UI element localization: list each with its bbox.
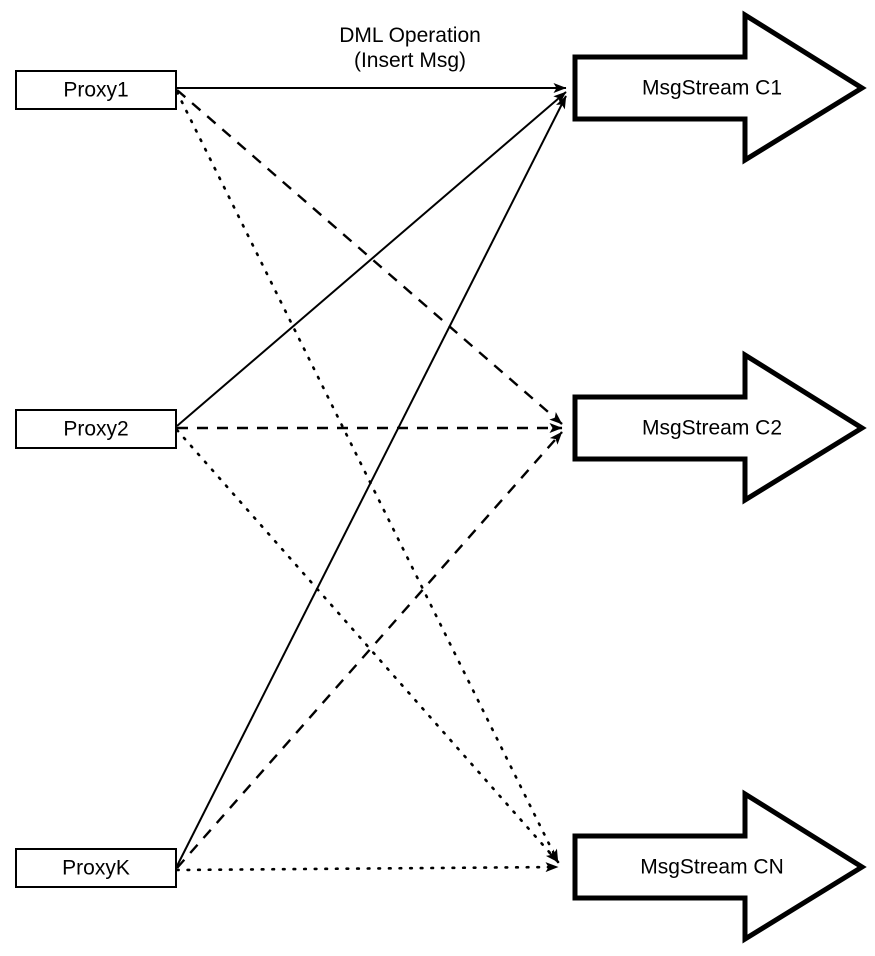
node-proxy1-label: Proxy1 (63, 79, 128, 102)
edge-proxy1-to-streamCN[interactable] (175, 90, 560, 864)
edge-proxyK-to-streamC2[interactable] (176, 431, 563, 869)
node-streamC1-label: MsgStream C1 (642, 77, 782, 100)
node-proxy1[interactable]: Proxy1 (15, 70, 177, 110)
node-proxyK-rect[interactable] (15, 848, 177, 888)
msgstream-node-layer: MsgStream C1 MsgStream C2 MsgStream CN (572, 10, 867, 944)
edge-proxy1-to-streamC2[interactable] (176, 89, 563, 425)
node-streamCN-arrow-shape[interactable] (572, 789, 867, 944)
node-streamC1-arrow-shape[interactable] (572, 10, 867, 165)
edge-proxyK-to-streamCN[interactable] (175, 862, 560, 873)
edge-layer (175, 83, 567, 873)
node-proxy2[interactable]: Proxy2 (15, 409, 177, 449)
edge-annotation-dml-operation: DML Operation (Insert Msg) (339, 24, 481, 72)
edge-proxy2-to-streamCN[interactable] (175, 428, 560, 864)
node-streamC2-arrow-shape[interactable] (572, 350, 867, 505)
node-proxy1-rect[interactable] (15, 70, 177, 110)
node-streamC2[interactable]: MsgStream C2 (572, 350, 867, 505)
node-streamC2-label: MsgStream C2 (642, 417, 782, 440)
edge-proxy2-to-streamC1[interactable] (176, 91, 567, 427)
edge-proxyK-to-streamC1[interactable] (176, 95, 567, 867)
proxy-node-layer: Proxy1 Proxy2 ProxyK (15, 70, 177, 888)
edge-annotation-line2: (Insert Msg) (354, 49, 466, 72)
node-streamCN[interactable]: MsgStream CN (572, 789, 867, 944)
node-streamCN-label: MsgStream CN (640, 856, 784, 879)
node-proxy2-label: Proxy2 (63, 418, 128, 441)
node-proxyK[interactable]: ProxyK (15, 848, 177, 888)
node-streamC1[interactable]: MsgStream C1 (572, 10, 867, 165)
node-proxyK-label: ProxyK (62, 857, 130, 880)
edge-annotation-line1: DML Operation (339, 24, 481, 47)
node-proxy2-rect[interactable] (15, 409, 177, 449)
